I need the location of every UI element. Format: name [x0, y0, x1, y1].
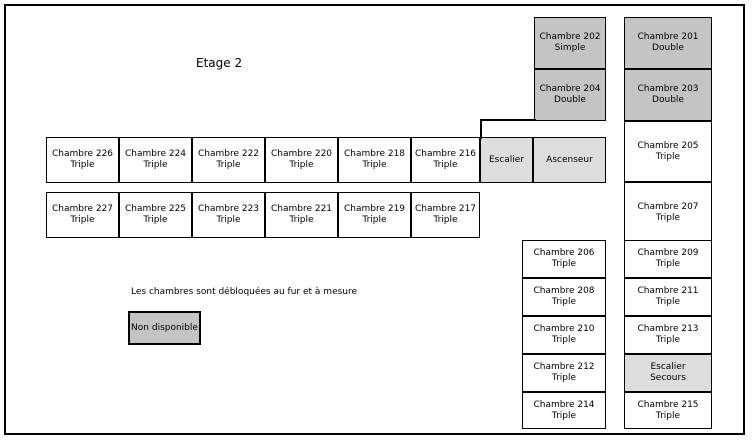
service-label-line1: Ascenseur	[546, 154, 593, 165]
room-label-line1: Chambre 227	[51, 204, 114, 214]
room-cell-chambre-222[interactable]: Chambre 222 Triple	[192, 137, 265, 183]
room-cell-chambre-217[interactable]: Chambre 217 Triple	[411, 192, 480, 238]
room-label-line2: Triple	[433, 215, 458, 225]
room-label-line2: Triple	[143, 215, 168, 225]
room-cell-chambre-203[interactable]: Chambre 203 Double	[624, 69, 712, 121]
room-label-line1: Chambre 226	[51, 149, 114, 159]
legend-unavailable-swatch: Non disponible	[128, 311, 201, 345]
room-label-line2: Double	[554, 95, 586, 105]
room-cell-chambre-219[interactable]: Chambre 219 Triple	[338, 192, 411, 238]
room-label-line2: Triple	[551, 410, 577, 421]
room-label-line2: Triple	[655, 335, 681, 345]
service-label-line2: Secours	[650, 373, 686, 383]
room-label-line1: Chambre 202	[539, 32, 601, 42]
room-cell-chambre-205[interactable]: Chambre 205 Triple	[624, 121, 712, 182]
room-cell-chambre-227[interactable]: Chambre 227 Triple	[46, 192, 119, 238]
room-label-line2: Triple	[289, 215, 314, 225]
room-label-line2: Simple	[554, 43, 586, 53]
room-label-line2: Triple	[655, 212, 681, 223]
room-cell-chambre-224[interactable]: Chambre 224 Triple	[119, 137, 192, 183]
room-label-line1: Chambre 219	[343, 204, 406, 214]
room-cell-chambre-220[interactable]: Chambre 220 Triple	[265, 137, 338, 183]
room-label-line1: Chambre 214	[533, 399, 595, 410]
room-label-line1: Chambre 217	[414, 204, 477, 214]
room-label-line2: Triple	[551, 297, 577, 307]
room-label-line1: Chambre 215	[637, 399, 699, 410]
room-label-line1: Chambre 225	[124, 204, 187, 214]
room-label-line2: Triple	[655, 297, 681, 307]
room-cell-chambre-216[interactable]: Chambre 216 Triple	[411, 137, 480, 183]
room-cell-chambre-208[interactable]: Chambre 208 Triple	[522, 278, 606, 316]
room-label-line2: Triple	[551, 335, 577, 345]
room-label-line1: Chambre 211	[637, 286, 699, 296]
room-label-line1: Chambre 209	[637, 248, 699, 258]
room-cell-chambre-206[interactable]: Chambre 206 Triple	[522, 240, 606, 278]
room-cell-chambre-210[interactable]: Chambre 210 Triple	[522, 316, 606, 354]
room-label-line1: Chambre 220	[270, 149, 333, 159]
room-label-line2: Triple	[551, 259, 577, 269]
room-cell-chambre-204[interactable]: Chambre 204 Double	[534, 69, 606, 121]
room-label-line1: Chambre 222	[197, 149, 260, 159]
service-cell-escalier[interactable]: Escalier	[480, 137, 533, 183]
room-label-line1: Chambre 221	[270, 204, 333, 214]
room-label-line1: Chambre 207	[637, 201, 699, 212]
wall-connector-top	[480, 119, 536, 121]
legend-unavailable-label: Non disponible	[131, 323, 198, 333]
room-label-line2: Double	[652, 95, 684, 105]
room-label-line1: Chambre 201	[637, 32, 699, 42]
room-label-line2: Triple	[655, 259, 681, 269]
room-label-line1: Chambre 223	[197, 204, 260, 214]
room-cell-chambre-212[interactable]: Chambre 212 Triple	[522, 354, 606, 392]
room-label-line1: Chambre 224	[124, 149, 187, 159]
room-cell-chambre-209[interactable]: Chambre 209 Triple	[624, 240, 712, 278]
room-label-line1: Chambre 213	[637, 324, 699, 334]
wall-connector-left	[480, 119, 482, 139]
room-label-line1: Chambre 204	[539, 84, 601, 94]
service-label-line1: Escalier	[488, 154, 525, 165]
legend-note: Les chambres sont débloquées au fur et à…	[131, 287, 358, 297]
room-label-line2: Triple	[70, 160, 95, 170]
room-cell-chambre-225[interactable]: Chambre 225 Triple	[119, 192, 192, 238]
room-cell-chambre-218[interactable]: Chambre 218 Triple	[338, 137, 411, 183]
room-cell-chambre-221[interactable]: Chambre 221 Triple	[265, 192, 338, 238]
service-label-line1: Escalier	[650, 362, 686, 372]
room-label-line1: Chambre 210	[533, 324, 595, 334]
room-label-line2: Triple	[433, 160, 458, 170]
room-label-line1: Chambre 218	[343, 149, 406, 159]
room-label-line2: Triple	[362, 160, 387, 170]
room-label-line2: Triple	[655, 151, 681, 162]
service-cell-escalier-secours[interactable]: Escalier Secours	[624, 354, 712, 392]
page-title: Etage 2	[196, 56, 243, 70]
room-cell-chambre-211[interactable]: Chambre 211 Triple	[624, 278, 712, 316]
room-label-line2: Triple	[216, 215, 241, 225]
room-label-line1: Chambre 203	[637, 84, 699, 94]
room-label-line2: Triple	[143, 160, 168, 170]
room-label-line2: Triple	[551, 373, 577, 383]
room-label-line2: Triple	[216, 160, 241, 170]
room-label-line2: Triple	[362, 215, 387, 225]
room-cell-chambre-201[interactable]: Chambre 201 Double	[624, 17, 712, 69]
room-label-line1: Chambre 206	[533, 248, 595, 258]
room-cell-chambre-215[interactable]: Chambre 215 Triple	[624, 392, 712, 429]
room-label-line2: Triple	[289, 160, 314, 170]
room-cell-chambre-223[interactable]: Chambre 223 Triple	[192, 192, 265, 238]
room-label-line2: Triple	[70, 215, 95, 225]
room-cell-chambre-214[interactable]: Chambre 214 Triple	[522, 392, 606, 429]
room-label-line2: Triple	[655, 410, 681, 421]
room-label-line1: Chambre 205	[637, 140, 699, 151]
room-label-line1: Chambre 212	[533, 362, 595, 372]
room-label-line1: Chambre 216	[414, 149, 477, 159]
room-label-line2: Double	[652, 43, 684, 53]
room-label-line1: Chambre 208	[533, 286, 595, 296]
room-cell-chambre-207[interactable]: Chambre 207 Triple	[624, 182, 712, 243]
room-cell-chambre-202[interactable]: Chambre 202 Simple	[534, 17, 606, 69]
room-cell-chambre-226[interactable]: Chambre 226 Triple	[46, 137, 119, 183]
room-cell-chambre-213[interactable]: Chambre 213 Triple	[624, 316, 712, 354]
service-cell-ascenseur[interactable]: Ascenseur	[533, 137, 606, 183]
